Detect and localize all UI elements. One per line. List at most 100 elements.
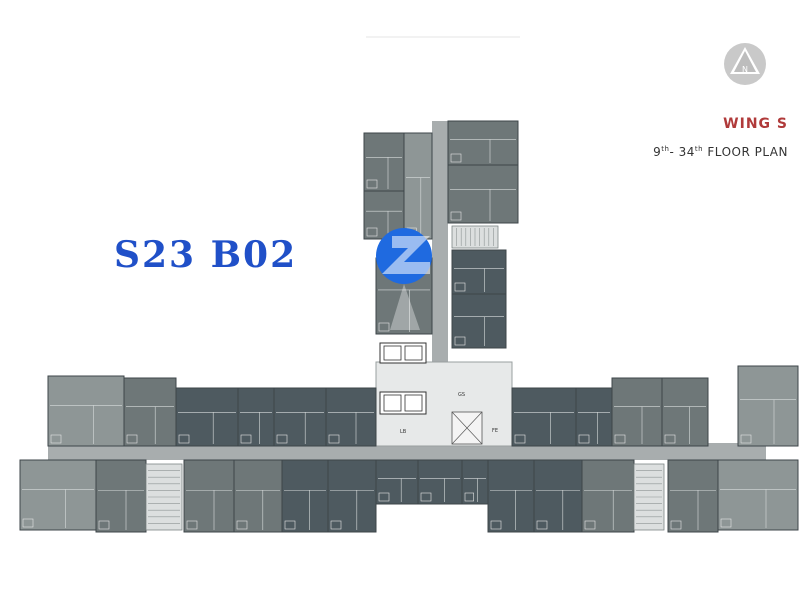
unit-bath (536, 520, 548, 530)
unit-bath (378, 322, 390, 332)
lift-car (404, 394, 423, 412)
unit (281, 459, 329, 533)
unit-bath (514, 434, 526, 444)
unit-room (123, 377, 177, 447)
unit-room (487, 459, 535, 533)
unit-bath (490, 520, 502, 530)
unit-bath (450, 153, 462, 163)
unit (737, 365, 799, 447)
unit-bath (454, 336, 466, 346)
unit (575, 387, 613, 447)
unit-bath (366, 227, 378, 237)
unit-bath (740, 434, 752, 444)
lift-car (404, 345, 423, 361)
marker-tail (390, 284, 420, 330)
floor-plan-label: FLOOR PLAN (707, 145, 788, 159)
unit (717, 459, 799, 531)
unit-room (273, 387, 327, 447)
unit-bath (328, 434, 340, 444)
corridors (48, 121, 766, 460)
unit-room (717, 459, 799, 531)
unit-bath (178, 434, 190, 444)
unit (511, 387, 577, 447)
unit-bath (420, 492, 432, 502)
unit-room (461, 459, 489, 505)
lift-car (383, 394, 402, 412)
unit (447, 164, 519, 224)
unit (667, 459, 719, 533)
unit-room (183, 459, 235, 533)
unit (417, 459, 463, 505)
unit-room (327, 459, 377, 533)
floor-dash: - (669, 145, 679, 159)
unit (403, 132, 433, 240)
unit-bath (240, 434, 252, 444)
unit-room (237, 387, 275, 447)
unit-callout: S23 B02 (114, 234, 298, 276)
fire-exit (451, 411, 483, 445)
unit (363, 132, 405, 192)
fire-exit-label: FE (492, 428, 498, 434)
unit (447, 120, 519, 166)
unit (183, 459, 235, 533)
unit-room (233, 459, 283, 533)
unit (461, 459, 489, 505)
unit-bath (720, 518, 732, 528)
unit (487, 459, 535, 533)
unit-bath (50, 434, 62, 444)
unit (237, 387, 275, 447)
unit-room (95, 459, 147, 533)
lift-frame (379, 342, 427, 364)
floor-from: 9 (653, 145, 662, 159)
unit-room (737, 365, 799, 447)
unit-room (611, 377, 663, 447)
unit (175, 387, 239, 447)
stair (145, 463, 183, 531)
unit (95, 459, 147, 533)
unit-bath (276, 434, 288, 444)
unit (123, 377, 177, 447)
unit-bath (236, 520, 248, 530)
unit-room (511, 387, 577, 447)
unit-room (281, 459, 329, 533)
unit-bath (366, 179, 378, 189)
unit-room (175, 387, 239, 447)
unit-bath (98, 520, 110, 530)
unit-bath (126, 434, 138, 444)
unit-bath (614, 434, 626, 444)
north-arrow-icon: N (724, 43, 766, 85)
unit-bath (664, 434, 676, 444)
unit-room (451, 249, 507, 295)
stair (451, 225, 499, 249)
fire-exit-cross (451, 411, 483, 445)
unit-room (19, 459, 97, 531)
unit (661, 377, 709, 447)
unit (451, 249, 507, 295)
wing-title: WING S (723, 116, 788, 132)
unit (233, 459, 283, 533)
unit (19, 459, 97, 531)
unit-room (447, 120, 519, 166)
lift-bank (379, 391, 427, 415)
location-marker-icon (376, 228, 432, 330)
unit-room (403, 132, 433, 240)
unit-bath (330, 520, 342, 530)
floor-from-suffix: th (661, 145, 670, 153)
unit-bath (670, 520, 682, 530)
unit-room (447, 164, 519, 224)
unit-room (575, 387, 613, 447)
unit-room (325, 387, 377, 447)
floor-to: 34 (678, 145, 695, 159)
unit-bath (464, 492, 474, 502)
unit-bath (454, 282, 466, 292)
floor-to-suffix: th (694, 145, 704, 153)
floor-range-title: 9th- 34th FLOOR PLAN (653, 145, 788, 159)
unit-bath (578, 434, 590, 444)
unit (533, 459, 583, 533)
unit-bath (284, 520, 296, 530)
unit-room (661, 377, 709, 447)
unit-bath (450, 211, 462, 221)
units (19, 120, 799, 533)
unit (273, 387, 327, 447)
